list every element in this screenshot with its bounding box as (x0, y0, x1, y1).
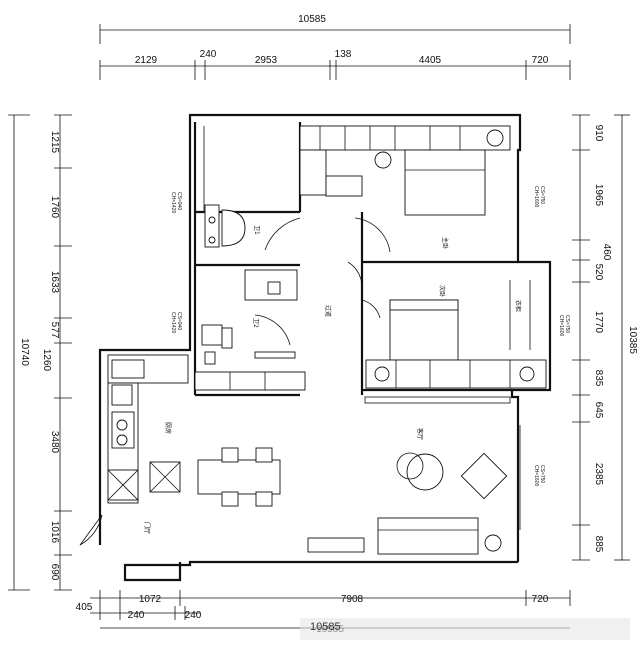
room-label-kitchen: 厨房 (164, 422, 172, 434)
living-room: 客厅 CH=1600 CS=750 (307, 425, 545, 555)
toilet-tank (204, 204, 220, 248)
wardrobe-top (299, 125, 511, 151)
dim-top-3: 2953 (255, 55, 278, 66)
sofa (377, 517, 479, 555)
dim-left-7: 1016 (49, 521, 60, 544)
walls (98, 113, 552, 582)
dim-top-4: 138 (335, 49, 352, 60)
dim-top-6: 720 (532, 55, 549, 66)
dim-top-1: 2129 (135, 55, 158, 66)
dim-left-total: 10740 (19, 338, 30, 366)
room-label-second: 次卧 (438, 285, 446, 297)
room-label-master: 主卧 (441, 237, 449, 249)
kitchen: 厨房 (107, 354, 189, 504)
ceiling-note: CH=1600 (533, 186, 539, 207)
left-dimensions: 10740 1215 1760 1633 577 1260 3480 1016 … (8, 114, 72, 591)
dim-left-3: 1633 (49, 271, 60, 294)
ceiling-note: CH=1600 (558, 315, 564, 336)
dim-bottom-3: 720 (532, 594, 549, 605)
room-label-entry: 门厅 (143, 522, 151, 534)
dim-bottom-1: 1072 (139, 594, 162, 605)
dim-bottom-5: 240 (128, 610, 145, 621)
second-bedroom: 衣柜 次卧 CH=1600 CS=750 (365, 280, 570, 389)
ceiling-note: CH=1600 (533, 465, 539, 486)
ceiling-note: CS=750 (539, 186, 545, 204)
coffee-table (406, 453, 444, 491)
dim-right-2: 1965 (593, 184, 604, 207)
top-dimensions: 10585 2129 240 2953 138 4405 720 (99, 14, 571, 80)
dim-bottom-6: 240 (185, 610, 202, 621)
ceiling-note: CH=1420 (170, 312, 176, 333)
dim-top-2: 240 (200, 49, 217, 60)
dim-right-8: 2385 (593, 463, 604, 486)
dining-table (197, 459, 281, 495)
tv-cabinet (307, 537, 365, 553)
toilet-icon (221, 209, 246, 247)
dim-left-2: 1760 (49, 196, 60, 219)
dim-right-6: 835 (593, 370, 604, 387)
dim-top-5: 4405 (419, 55, 442, 66)
dim-left-1: 1215 (49, 131, 60, 154)
room-label-bath1: 卫1 (253, 225, 260, 235)
dim-right-3: 460 (601, 244, 612, 261)
watermark-text: 10585 (310, 621, 341, 633)
dim-right-7: 645 (593, 402, 604, 419)
dim-top-total: 10585 (298, 14, 326, 25)
window-strip (364, 396, 511, 404)
dim-left-4: 577 (49, 322, 60, 339)
ceiling-note: CS=940 (176, 312, 182, 330)
dim-bottom-2: 7908 (341, 594, 364, 605)
room-label-bath2: 卫2 (252, 318, 259, 328)
ceiling-note: CS=750 (564, 315, 570, 333)
dining-area (197, 447, 281, 507)
watermark-band (300, 618, 630, 640)
room-label-wardrobe: 衣柜 (514, 300, 522, 312)
dim-right-total: 10385 (627, 326, 638, 354)
dim-right-9: 885 (593, 536, 604, 553)
ceiling-note: CS=750 (539, 465, 545, 483)
dim-left-5: 1260 (41, 349, 52, 372)
room-label-corridor: 过道 (324, 305, 332, 317)
armchair (460, 452, 508, 500)
bath-2: 卫2 CH=1420 CS=940 (170, 269, 298, 365)
dim-right-4: 520 (593, 264, 604, 281)
doors (79, 217, 391, 546)
dim-left-8: 690 (49, 564, 60, 581)
bath-1: 卫1 CH=1420 CS=940 (170, 192, 260, 248)
room-label-living: 客厅 (416, 428, 424, 440)
master-bedroom: 主卧 CH=1600 CS=750 (299, 125, 545, 249)
ceiling-note: CS=940 (176, 192, 182, 210)
bottom-cabinet (365, 359, 547, 389)
ceiling-note: CH=1420 (170, 192, 176, 213)
hall-cabinet (194, 371, 306, 391)
dim-right-1: 910 (593, 125, 604, 142)
double-bed (404, 149, 486, 216)
right-dimensions: 910 1965 460 520 1770 835 645 2385 885 1… (572, 114, 638, 561)
dim-right-5: 1770 (593, 311, 604, 334)
dim-left-6: 3480 (49, 431, 60, 454)
wardrobe-left (299, 149, 327, 196)
toilet-tank-2 (201, 324, 223, 346)
dim-bottom-4: 405 (76, 602, 93, 613)
